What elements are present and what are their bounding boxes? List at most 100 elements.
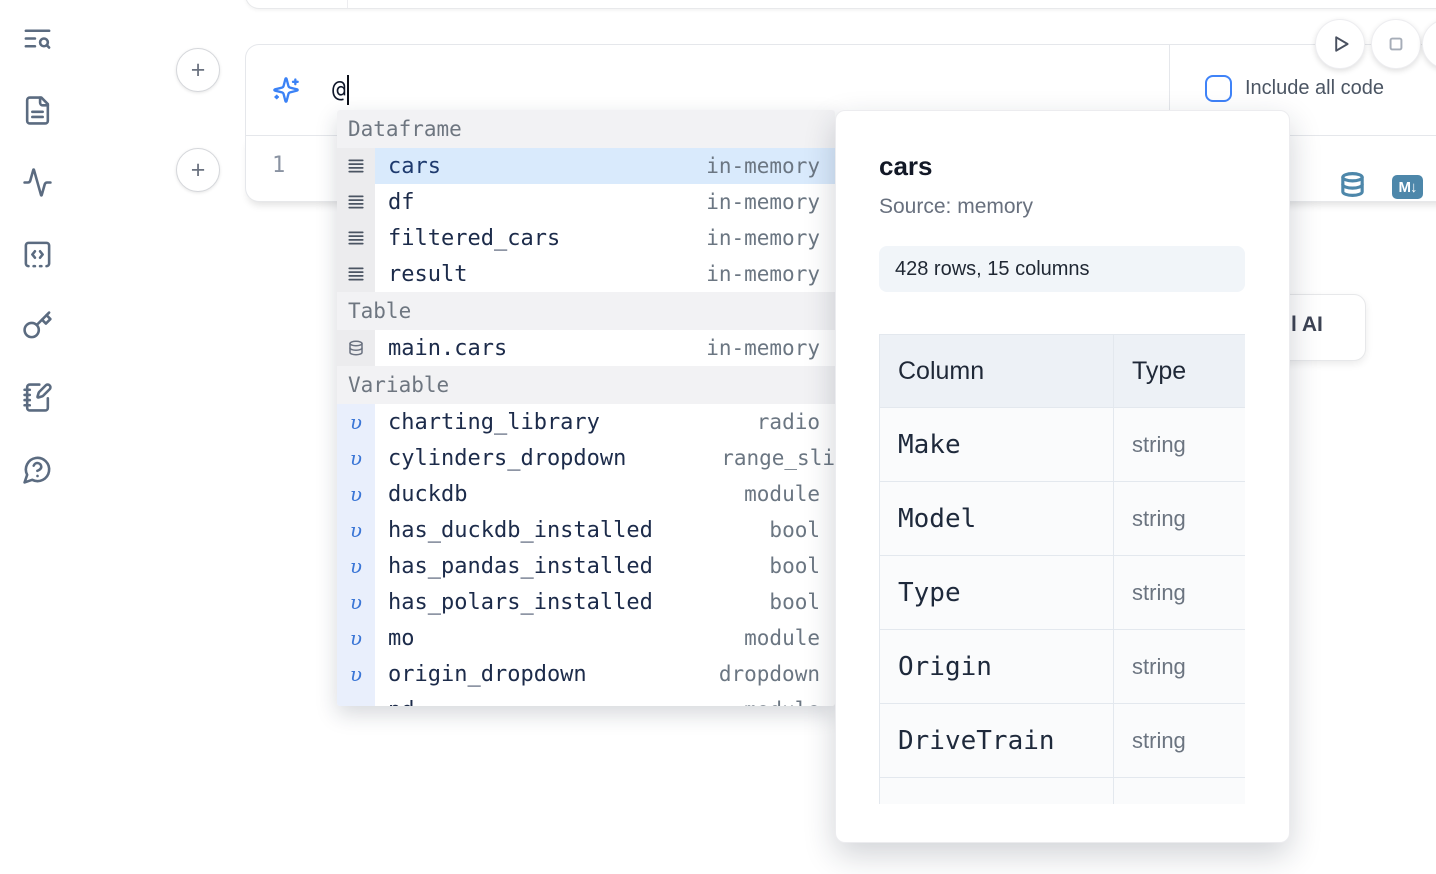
column-type: string (1113, 703, 1245, 778)
column-name: Origin (879, 629, 1114, 704)
variable-icon: υ (349, 518, 363, 542)
stop-icon (1389, 37, 1403, 51)
database-icon (349, 340, 363, 356)
variable-icon: υ (349, 482, 363, 506)
table-of-contents-search-icon[interactable] (20, 21, 54, 55)
column-type: string (1113, 629, 1245, 704)
variable-icon: υ (349, 662, 363, 686)
schema-header-column: Column (879, 334, 1114, 408)
text-cursor (346, 75, 349, 105)
item-name: charting_library (388, 409, 600, 435)
code-snippet-icon[interactable] (20, 237, 54, 271)
autocomplete-item-has_polars_installed[interactable]: υ has_polars_installed bool (337, 584, 835, 620)
item-type: bool (769, 554, 820, 578)
rows-gutter-icon (337, 256, 375, 292)
item-name: duckdb (388, 481, 468, 507)
run-cell-button[interactable] (1315, 19, 1365, 69)
variable-icon: υ (349, 410, 363, 434)
variable-gutter-icon: υ (337, 548, 375, 584)
variable-gutter-icon: υ (337, 692, 375, 706)
variable-icon: υ (349, 626, 363, 650)
rows-icon (348, 195, 364, 209)
include-all-code-checkbox[interactable] (1205, 75, 1232, 102)
play-icon (1335, 36, 1349, 52)
item-type: module (744, 698, 820, 706)
ai-prompt-input[interactable]: @ (332, 73, 349, 107)
database-connection-icon[interactable] (1338, 170, 1367, 199)
item-type: module (744, 626, 820, 650)
line-number: 1 (272, 153, 286, 178)
column-name: DriveTrain (879, 703, 1114, 778)
column-name: Model (879, 481, 1114, 556)
preview-shape-badge: 428 rows, 15 columns (879, 246, 1245, 292)
variable-icon: υ (349, 554, 363, 578)
activity-icon[interactable] (20, 165, 54, 199)
dataframe-preview-popup: cars Source: memory 428 rows, 15 columns… (835, 110, 1290, 843)
add-cell-button-below[interactable]: + (176, 148, 220, 192)
item-type: in-memory (706, 154, 820, 178)
item-type: dropdown (718, 662, 820, 686)
preview-source: Source: memory (879, 195, 1034, 218)
preview-title: cars (879, 151, 933, 181)
help-chat-icon[interactable] (20, 452, 54, 486)
rows-gutter-icon (337, 148, 375, 184)
divider (1169, 45, 1170, 135)
item-type: bool (769, 590, 820, 614)
ai-button-label-fragment: l AI (1291, 313, 1323, 336)
autocomplete-item-mo[interactable]: υ mo module (337, 620, 835, 656)
autocomplete-item-pd[interactable]: υ pd module (337, 692, 835, 706)
markdown-icon[interactable]: M↓ (1392, 175, 1423, 199)
rows-gutter-icon (337, 220, 375, 256)
database-gutter-icon (337, 330, 375, 366)
add-cell-button-above[interactable]: + (176, 48, 220, 92)
autocomplete-item-charting_library[interactable]: υ charting_library radio (337, 404, 835, 440)
variable-gutter-icon: υ (337, 404, 375, 440)
item-name: pd (388, 698, 415, 707)
autocomplete-section-header: Dataframe (337, 110, 835, 148)
file-document-icon[interactable] (20, 93, 54, 127)
column-name (879, 777, 1114, 804)
item-name: has_polars_installed (388, 589, 653, 615)
variable-gutter-icon: υ (337, 620, 375, 656)
key-icon[interactable] (20, 308, 54, 342)
item-name: has_duckdb_installed (388, 517, 653, 543)
variable-icon: υ (349, 590, 363, 614)
item-name: main.cars (388, 335, 508, 361)
sidebar (0, 0, 72, 874)
notebook-pen-icon[interactable] (20, 380, 54, 414)
column-type: string (1113, 407, 1245, 482)
autocomplete-item-has_pandas_installed[interactable]: υ has_pandas_installed bool (337, 548, 835, 584)
column-type (1113, 777, 1245, 804)
item-name: mo (388, 625, 415, 651)
item-name: has_pandas_installed (388, 553, 653, 579)
include-all-code-label: Include all code (1245, 77, 1384, 99)
autocomplete-item-filtered_cars[interactable]: filtered_cars in-memory (337, 220, 835, 256)
autocomplete-item-cars[interactable]: cars in-memory (337, 148, 835, 184)
item-type: in-memory (706, 226, 820, 250)
autocomplete-section-header: Table (337, 292, 835, 330)
rows-icon (348, 159, 364, 173)
variable-gutter-icon: υ (337, 656, 375, 692)
sparkles-icon (272, 76, 300, 104)
variable-icon: υ (350, 698, 362, 706)
divider (347, 0, 348, 8)
column-type: string (1113, 481, 1245, 556)
item-name: filtered_cars (388, 225, 561, 251)
item-type: radio (756, 410, 820, 434)
item-name: cars (388, 153, 441, 179)
item-name: cylinders_dropdown (388, 445, 627, 471)
stop-button[interactable] (1371, 19, 1421, 69)
